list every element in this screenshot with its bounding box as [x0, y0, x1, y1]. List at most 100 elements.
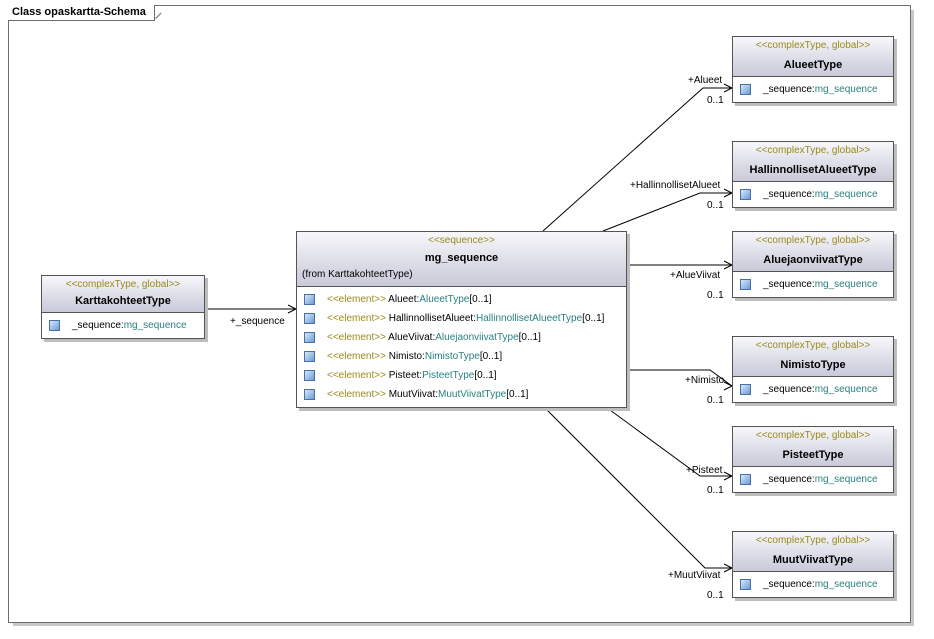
- attribute-name: _sequence:: [763, 384, 815, 395]
- attribute-row[interactable]: _sequence:mg_sequence: [733, 185, 893, 204]
- element-name: Alueet:: [388, 294, 420, 305]
- attribute-row[interactable]: _sequence:mg_sequence: [42, 316, 204, 335]
- connector-multiplicity-label: 0..1: [707, 290, 724, 301]
- attribute-type: mg_sequence: [814, 384, 878, 395]
- class-header: <<sequence>> mg_sequence (from Karttakoh…: [297, 232, 626, 287]
- element-name: Pisteet:: [388, 370, 423, 381]
- attribute-icon: [740, 384, 751, 395]
- class-attributes: _sequence:mg_sequence: [733, 272, 893, 297]
- connector-multiplicity-label: 0..1: [707, 95, 724, 106]
- class-elements: <<element>> Alueet:AlueetType[0..1]<<ele…: [297, 287, 626, 407]
- attribute-type: mg_sequence: [814, 474, 878, 485]
- element-row[interactable]: <<element>> AlueViivat:AluejaonviivatTyp…: [297, 328, 626, 347]
- connector-multiplicity-label: 0..1: [707, 200, 724, 211]
- connector-multiplicity-label: 0..1: [707, 485, 724, 496]
- class-name: NimistoType: [780, 359, 846, 371]
- attribute-type: mg_sequence: [814, 279, 878, 290]
- class-from-note: (from KarttakohteetType): [302, 269, 413, 280]
- class-name: HallinnollisetAlueetType: [749, 164, 877, 176]
- class-header: <<complexType, global>> NimistoType: [733, 337, 893, 377]
- attribute-type: mg_sequence: [814, 579, 878, 590]
- element-row[interactable]: <<element>> Nimisto:NimistoType[0..1]: [297, 347, 626, 366]
- connector-to-hallinnolliset: [602, 192, 732, 232]
- class-target-type[interactable]: <<complexType, global>>AluejaonviivatTyp…: [732, 231, 894, 298]
- class-name: AluejaonviivatType: [763, 254, 863, 266]
- element-row[interactable]: <<element>> Pisteet:PisteetType[0..1]: [297, 366, 626, 385]
- element-row[interactable]: <<element>> Alueet:AlueetType[0..1]: [297, 290, 626, 309]
- element-type: NimistoType: [424, 351, 480, 362]
- element-stereotype: <<element>>: [327, 389, 386, 400]
- attribute-name: _sequence:: [763, 84, 815, 95]
- class-name: MuutViivatType: [772, 554, 854, 566]
- attribute-row[interactable]: _sequence:mg_sequence: [733, 275, 893, 294]
- class-name: mg_sequence: [424, 252, 499, 264]
- element-multiplicity: [0..1]: [582, 313, 605, 324]
- class-name: KarttakohteetType: [75, 295, 171, 307]
- element-multiplicity: [0..1]: [518, 332, 541, 343]
- class-target-type[interactable]: <<complexType, global>>MuutViivatType_se…: [732, 531, 894, 598]
- class-name: PisteetType: [782, 449, 844, 461]
- element-icon: [304, 389, 315, 400]
- class-attributes: _sequence:mg_sequence: [733, 377, 893, 402]
- element-multiplicity: [0..1]: [469, 294, 492, 305]
- class-header: <<complexType, global>> KarttakohteetTyp…: [42, 276, 204, 313]
- connector-multiplicity-label: 0..1: [707, 590, 724, 601]
- element-icon: [304, 370, 315, 381]
- attribute-type: mg_sequence: [123, 320, 187, 331]
- element-row[interactable]: <<element>> MuutViivat:MuutViivatType[0.…: [297, 385, 626, 404]
- class-target-type[interactable]: <<complexType, global>> NimistoType _seque…: [732, 336, 894, 403]
- attribute-name: _sequence:: [763, 579, 815, 590]
- attribute-name: _sequence:: [72, 320, 124, 331]
- class-stereotype: <<complexType, global>>: [755, 340, 871, 351]
- attribute-row[interactable]: _sequence:mg_sequence: [733, 575, 893, 594]
- element-multiplicity: [0..1]: [474, 370, 497, 381]
- diagram-frame-title: Class opaskartta-Schema: [8, 5, 155, 21]
- connector-to-alueet: [542, 87, 732, 232]
- element-multiplicity: [0..1]: [506, 389, 529, 400]
- class-name: AlueetType: [783, 59, 843, 71]
- element-type: AlueetType: [419, 294, 470, 305]
- connector-role-label: +AlueViivat: [670, 270, 721, 281]
- class-target-type[interactable]: <<complexType, global>> PisteetType _seque…: [732, 426, 894, 493]
- element-icon: [304, 332, 315, 343]
- class-target-type[interactable]: <<complexType, global>> HallinnollisetAlu…: [732, 141, 894, 208]
- element-name: MuutViivat:: [388, 389, 439, 400]
- connector-to-pisteet: [609, 409, 732, 477]
- class-attributes: _sequence:mg_sequence: [733, 182, 893, 207]
- class-mg-sequence[interactable]: <<sequence>> mg_sequence (from Karttakoh…: [296, 231, 627, 408]
- attribute-icon: [740, 279, 751, 290]
- attribute-icon: [740, 579, 751, 590]
- element-stereotype: <<element>>: [327, 351, 386, 362]
- connector-to-muutviivat: [546, 409, 732, 569]
- attribute-row[interactable]: _sequence:mg_sequence: [733, 380, 893, 399]
- attribute-icon: [49, 320, 60, 331]
- class-attributes: _sequence:mg_sequence: [733, 467, 893, 492]
- attribute-name: _sequence:: [763, 189, 815, 200]
- element-type: HallinnollisetAlueetType: [476, 313, 583, 324]
- element-stereotype: <<element>>: [327, 370, 386, 381]
- element-stereotype: <<element>>: [327, 332, 386, 343]
- element-type: AluejaonviivatType: [435, 332, 519, 343]
- attribute-name: _sequence:: [763, 279, 815, 290]
- class-attributes: _sequence:mg_sequence: [733, 77, 893, 102]
- class-target-type[interactable]: <<complexType, global>>AlueetType_sequen…: [732, 36, 894, 103]
- element-type: MuutViivatType: [438, 389, 507, 400]
- class-stereotype: <<complexType, global>>: [65, 279, 181, 290]
- element-row[interactable]: <<element>> HallinnollisetAlueet:Hallinn…: [297, 309, 626, 328]
- attribute-row[interactable]: _sequence:mg_sequence: [733, 80, 893, 99]
- element-name: Nimisto:: [388, 351, 425, 362]
- attribute-icon: [740, 189, 751, 200]
- class-stereotype: <<complexType, global>>: [755, 430, 871, 441]
- class-karttakohteet-type[interactable]: <<complexType, global>> KarttakohteetTyp…: [41, 275, 205, 339]
- attribute-row[interactable]: _sequence:mg_sequence: [733, 470, 893, 489]
- element-icon: [304, 351, 315, 362]
- attribute-type: mg_sequence: [814, 84, 878, 95]
- element-stereotype: <<element>>: [327, 294, 386, 305]
- connector-role-label: +HallinnollisetAlueet: [630, 180, 721, 191]
- connector-role-label: +MuutViivat: [668, 570, 721, 581]
- class-attributes: _sequence:mg_sequence: [42, 313, 204, 338]
- connector-role-label: +Alueet: [688, 75, 723, 86]
- class-stereotype: <<complexType, global>>: [755, 145, 871, 156]
- element-type: PisteetType: [422, 370, 475, 381]
